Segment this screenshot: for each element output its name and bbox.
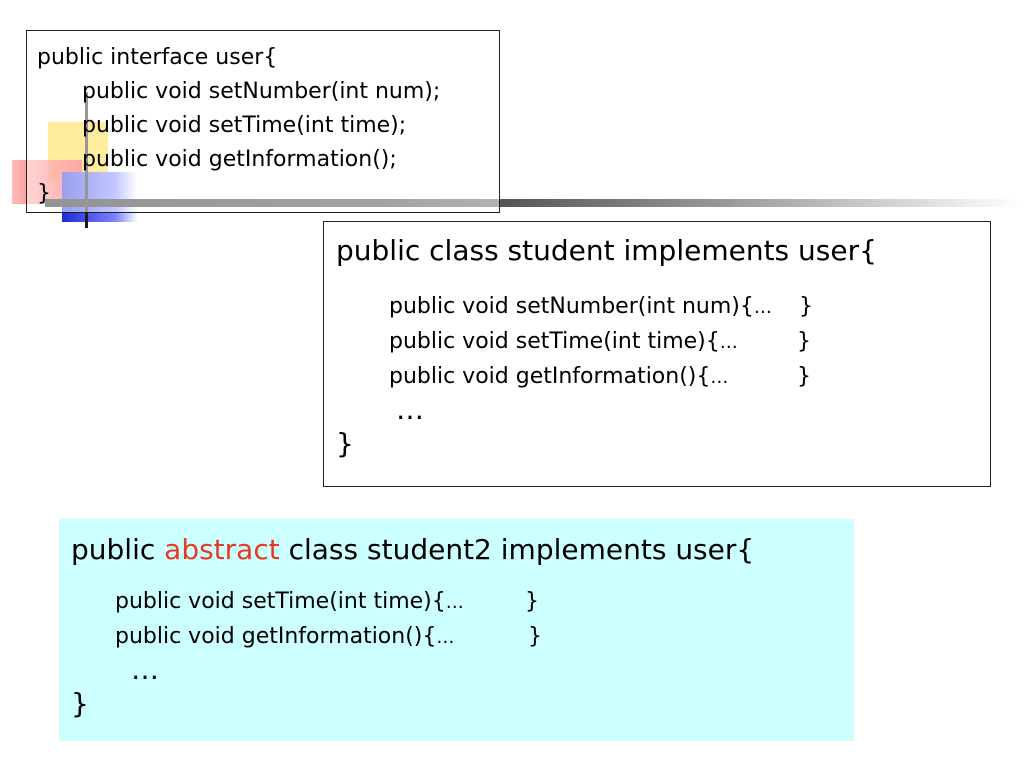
class-method-get-information: public void getInformation(){…} (389, 364, 811, 389)
interface-close-brace: } (37, 181, 51, 206)
abstract-keyword: abstract (164, 533, 280, 566)
interface-method-set-number: public void setNumber(int num); (82, 79, 441, 104)
abstract-method-get-information: public void getInformation(){…} (115, 624, 542, 649)
class-body-ellipsis: … (396, 393, 424, 426)
class-method-set-number: public void setNumber(int num){…} (389, 294, 813, 319)
abstract-method-set-time: public void setTime(int time){…} (115, 589, 539, 614)
class-code-box: public class student implements user{ pu… (323, 221, 991, 487)
interface-method-get-information: public void getInformation(); (82, 147, 397, 172)
abstract-class-code-box: public abstract class student2 implement… (59, 519, 854, 741)
abstract-class-declaration: public abstract class student2 implement… (71, 533, 755, 566)
interface-method-set-time: public void setTime(int time); (82, 113, 407, 138)
abstract-body-ellipsis: … (131, 653, 159, 686)
decor-horizontal-rule (45, 199, 1020, 207)
class-close-brace: } (336, 427, 354, 460)
interface-declaration: public interface user{ (37, 45, 278, 70)
abstract-close-brace: } (71, 687, 89, 720)
class-declaration: public class student implements user{ (336, 234, 877, 267)
class-method-set-time: public void setTime(int time){…} (389, 329, 811, 354)
interface-code-box: public interface user{ public void setNu… (26, 30, 500, 213)
